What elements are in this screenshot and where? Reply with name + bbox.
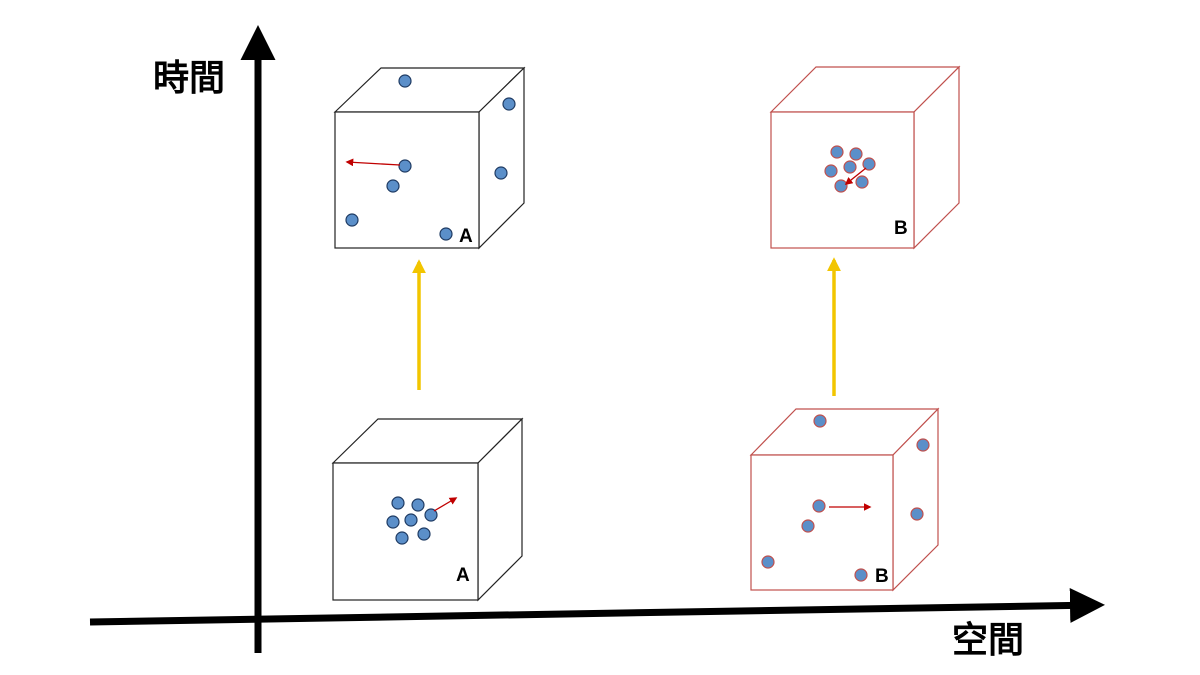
- box-a-bottom: [331, 417, 524, 602]
- space-axis: [89, 587, 1105, 626]
- particle: [395, 531, 409, 545]
- cube-front-face: [334, 111, 480, 249]
- particle: [417, 527, 431, 541]
- box-a-top-label: A: [459, 226, 473, 247]
- particle: [862, 157, 876, 171]
- particle: [916, 438, 930, 452]
- particle: [854, 568, 868, 582]
- particle: [404, 513, 418, 527]
- velocity-arrow: [345, 158, 401, 167]
- particle: [812, 499, 826, 513]
- particle: [855, 175, 869, 189]
- particle: [398, 74, 412, 88]
- box-b-top-label: B: [894, 218, 908, 239]
- particle: [813, 414, 827, 428]
- box-a-top: [333, 66, 526, 250]
- particle: [424, 508, 438, 522]
- particles-b-bottom: [761, 414, 930, 582]
- particles-a-top: [345, 74, 516, 241]
- space-axis-label: 空間: [952, 620, 1024, 661]
- particles-a-bottom: [386, 496, 438, 545]
- particle: [830, 145, 844, 159]
- particle: [834, 179, 848, 193]
- particle: [411, 498, 425, 512]
- velocity-arrow: [844, 167, 867, 185]
- particle: [910, 507, 924, 521]
- particles-b-top: [824, 145, 876, 193]
- particle: [398, 159, 412, 173]
- particle: [502, 97, 516, 111]
- velocity-arrow: [433, 497, 458, 512]
- particle: [801, 519, 815, 533]
- particle: [386, 179, 400, 193]
- box-a-bottom-label: A: [456, 565, 470, 586]
- time-axis-label: 時間: [153, 58, 225, 99]
- particle: [824, 164, 838, 178]
- particle: [391, 496, 405, 510]
- particle: [849, 147, 863, 161]
- box-b-top: [769, 65, 961, 250]
- particle: [386, 515, 400, 529]
- particle: [494, 166, 508, 180]
- cube-front-face: [750, 454, 894, 591]
- particle: [843, 160, 857, 174]
- box-b-bottom-label: B: [875, 566, 889, 587]
- cube-front-face: [332, 462, 479, 601]
- particle: [761, 555, 775, 569]
- box-b-bottom: [749, 407, 940, 592]
- particle: [345, 213, 359, 227]
- particle: [439, 227, 453, 241]
